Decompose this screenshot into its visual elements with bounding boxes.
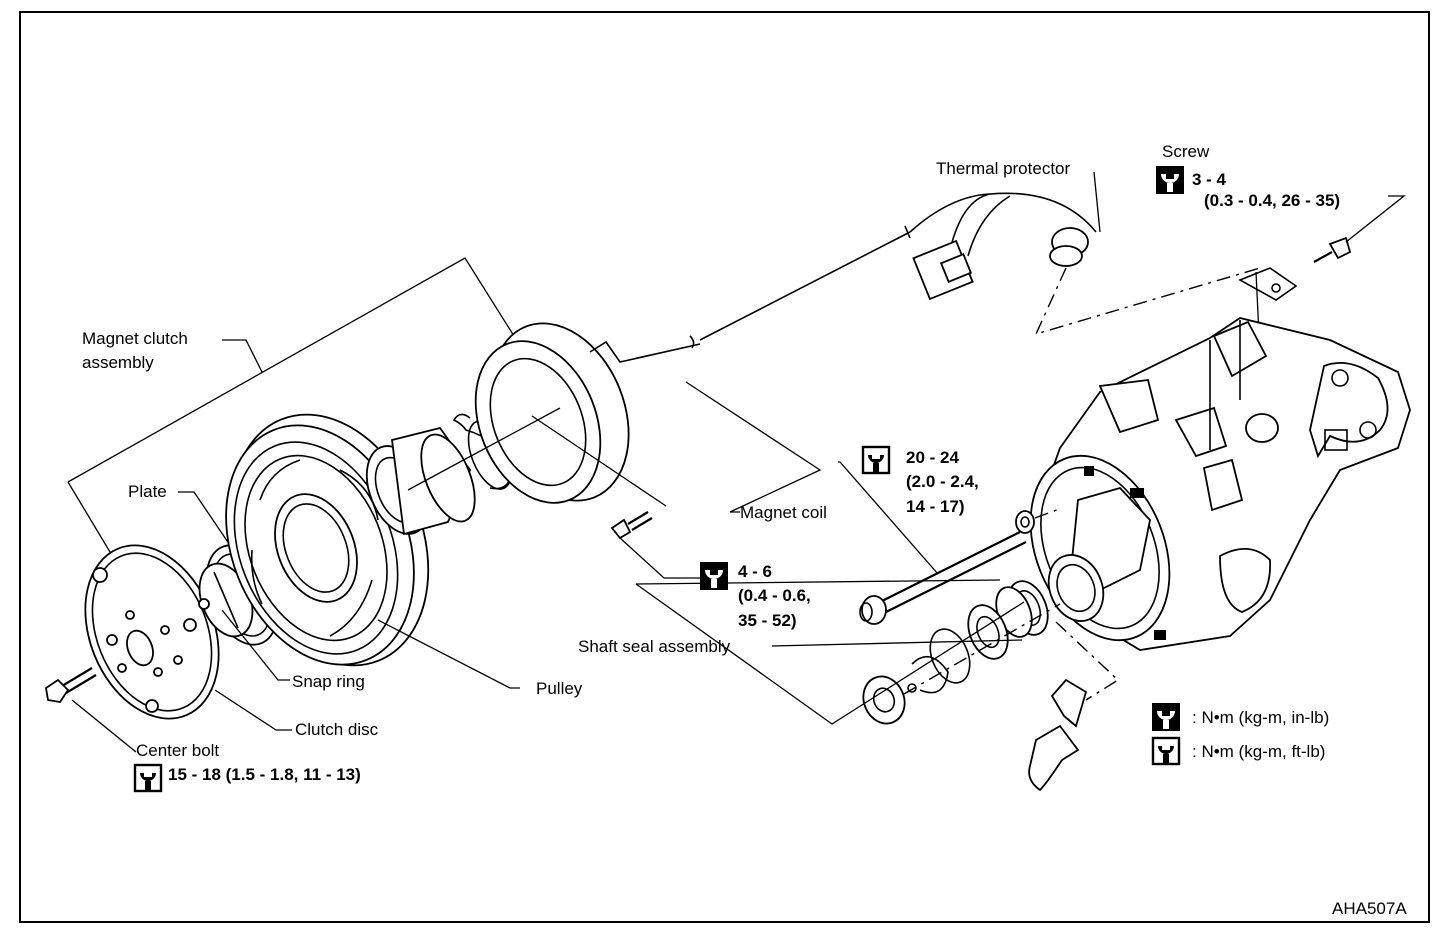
label-thermal-protector: Thermal protector	[936, 159, 1070, 178]
exploded-parts-drawing	[45, 171, 1411, 792]
clutch-assembly-bracket	[67, 257, 515, 483]
torque-wrench-outline-icon	[861, 445, 891, 475]
figure-code: AHA507A	[1332, 899, 1407, 918]
label-coil-torque-1: 4 - 6	[738, 562, 772, 581]
label-screw-torque-2: (0.3 - 0.4, 26 - 35)	[1204, 191, 1340, 210]
label-coil-torque-2: (0.4 - 0.6,	[738, 586, 811, 605]
center-bolt-part	[45, 667, 137, 753]
label-screw: Screw	[1162, 142, 1210, 161]
hub-bearing-part	[365, 426, 476, 536]
through-bolt-part	[838, 461, 1027, 625]
label-clutch-disc: Clutch disc	[295, 720, 379, 739]
torque-wrench-filled-icon	[700, 562, 728, 590]
legend-in-lb: : N•m (kg-m, in-lb)	[1192, 708, 1329, 727]
torque-wrench-outline-icon	[1151, 736, 1181, 766]
coil-bolt-part	[610, 511, 700, 579]
magnet-coil-part	[407, 322, 701, 504]
shaft-seal-parts	[862, 507, 1063, 725]
harness-connector-part	[689, 171, 1101, 349]
frame-border	[19, 11, 1430, 923]
label-coil-torque-3: 35 - 52)	[738, 611, 797, 630]
label-magnet-coil: Magnet coil	[740, 503, 827, 522]
label-magnet-clutch-2: assembly	[82, 353, 154, 372]
label-center-bolt: Center bolt	[136, 741, 219, 760]
label-shaft-seal: Shaft seal assembly	[578, 637, 731, 656]
labels: Thermal protector Screw 3 - 4 (0.3 - 0.4…	[82, 142, 1407, 918]
label-screw-torque-1: 3 - 4	[1192, 170, 1227, 189]
torque-wrench-filled-icon	[1156, 166, 1184, 194]
clip-parts	[1028, 621, 1120, 792]
label-bolt-torque-1: 20 - 24	[906, 448, 959, 467]
label-center-bolt-torque: 15 - 18 (1.5 - 1.8, 11 - 13)	[168, 765, 361, 784]
label-pulley: Pulley	[536, 679, 583, 698]
label-bolt-torque-3: 14 - 17)	[906, 497, 965, 516]
clutch-disc-part	[84, 544, 220, 720]
torque-wrench-filled-icon	[1152, 703, 1180, 731]
label-snap-ring: Snap ring	[292, 672, 365, 691]
compressor-body-part	[1029, 317, 1411, 651]
torque-wrench-outline-icon	[133, 763, 163, 793]
legend-ft-lb: : N•m (kg-m, ft-lb)	[1192, 742, 1325, 761]
label-bolt-torque-2: (2.0 - 2.4,	[906, 472, 979, 491]
label-magnet-clutch-1: Magnet clutch	[82, 329, 188, 348]
label-plate: Plate	[128, 482, 167, 501]
